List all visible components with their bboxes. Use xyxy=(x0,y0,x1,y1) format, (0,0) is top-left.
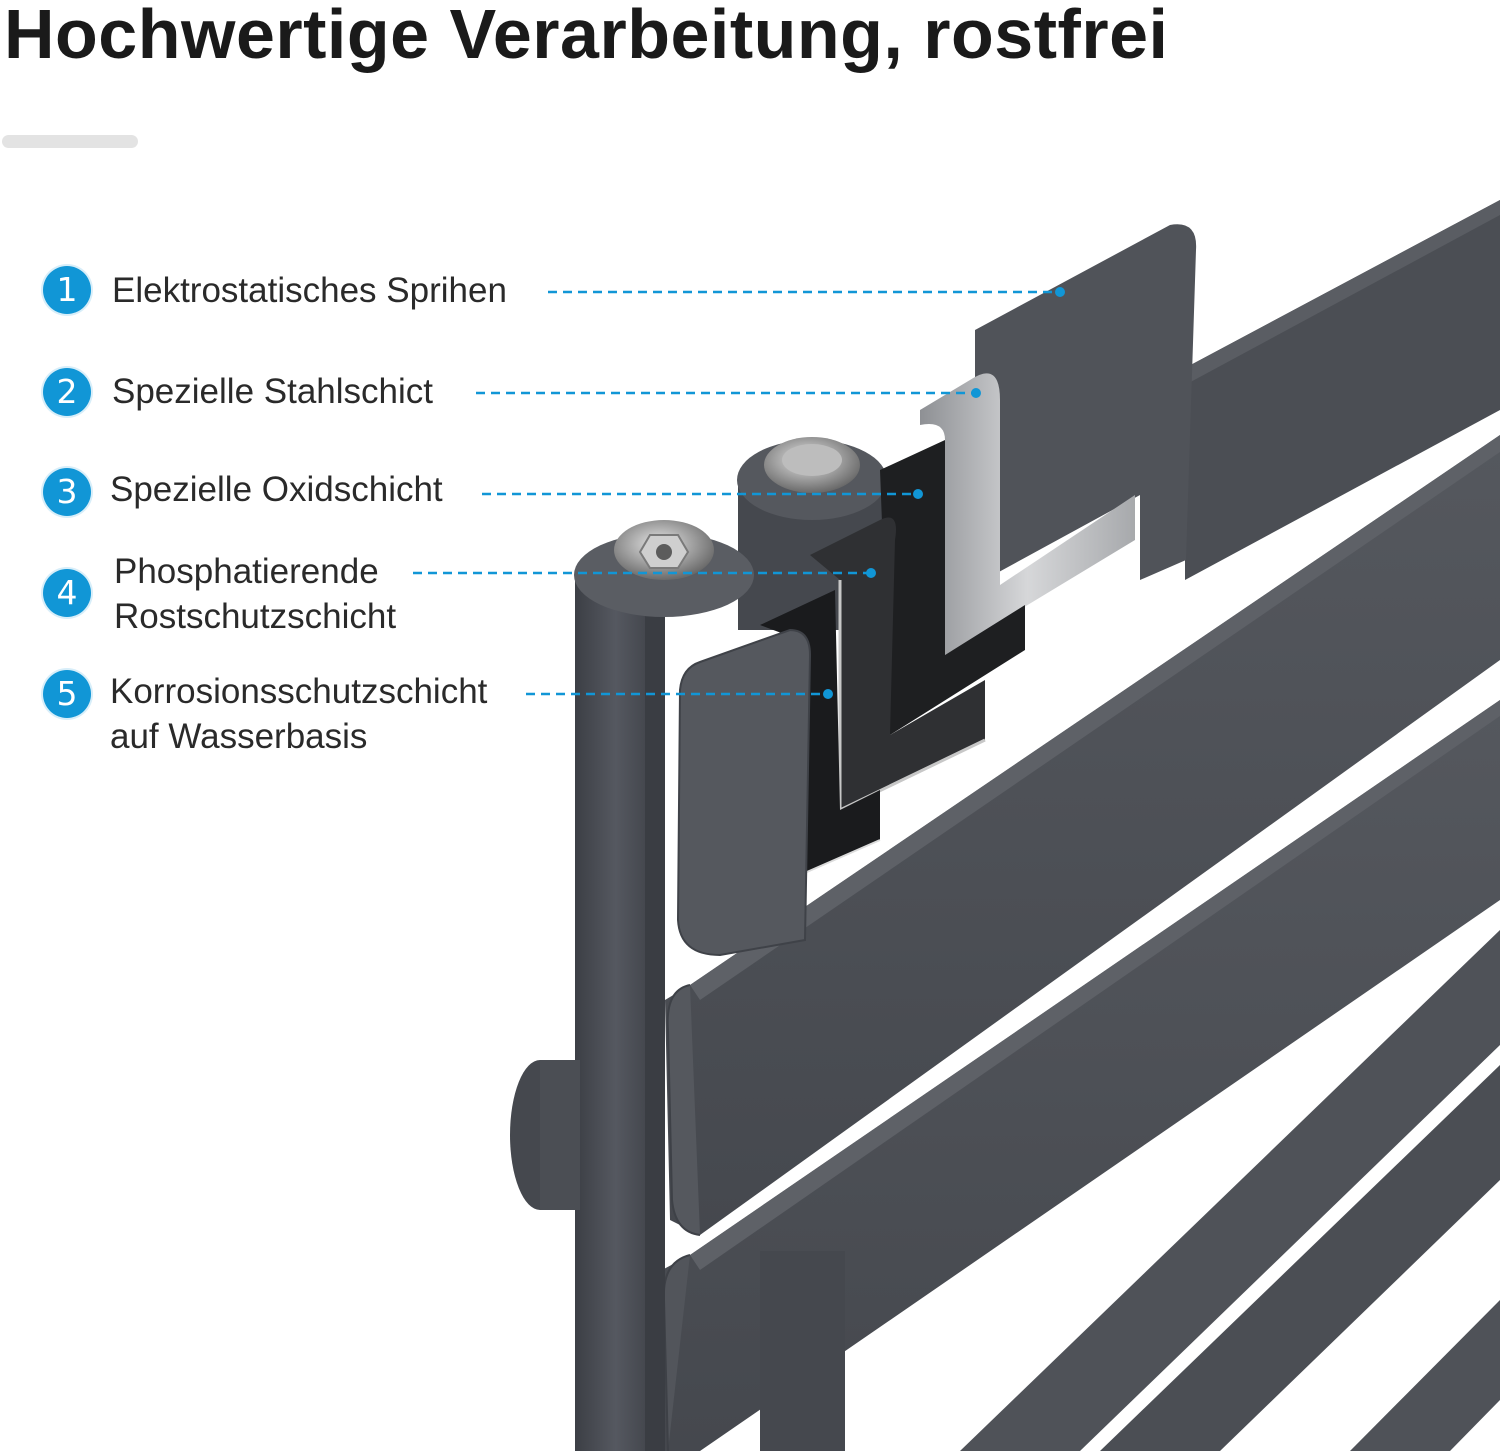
layer-2-label: Spezielle Stahlschict xyxy=(112,372,433,411)
layer-5-number-badge: 5 xyxy=(43,670,91,718)
layer-2-number-badge: 2 xyxy=(43,368,91,416)
cutaway-layers xyxy=(760,224,1197,877)
title-underline xyxy=(2,135,138,148)
leader-lines xyxy=(413,290,1058,696)
layer-5-label-line2: auf Wasserbasis xyxy=(110,717,368,756)
side-connector xyxy=(510,1060,580,1210)
slat-1 xyxy=(665,435,1500,1236)
back-slat xyxy=(1185,200,1500,580)
layer-4-label-line2: Rostschutzschicht xyxy=(114,597,397,636)
layer-3-label: Spezielle Oxidschicht xyxy=(110,470,443,509)
leader-dots xyxy=(823,287,1065,699)
layer-4-label-line1: Phosphatierende xyxy=(114,552,379,591)
layer-1-number-badge: 1 xyxy=(43,266,91,314)
layer-5-label-line1: Korrosionsschutzschicht xyxy=(110,672,488,711)
front-short-slat xyxy=(676,628,812,957)
slat-2 xyxy=(662,700,1500,1451)
layer-4-number-badge: 4 xyxy=(43,569,91,617)
screw-cap-front xyxy=(614,520,714,580)
screw-cap-rear xyxy=(764,437,860,493)
vertical-tube xyxy=(575,575,845,1451)
layer-1-label: Elektrostatisches Sprihen xyxy=(112,271,507,310)
lower-bars xyxy=(960,930,1500,1451)
page-title: Hochwertige Verarbeitung, rostfrei xyxy=(4,0,1169,73)
layer-3-number-badge: 3 xyxy=(43,468,91,516)
